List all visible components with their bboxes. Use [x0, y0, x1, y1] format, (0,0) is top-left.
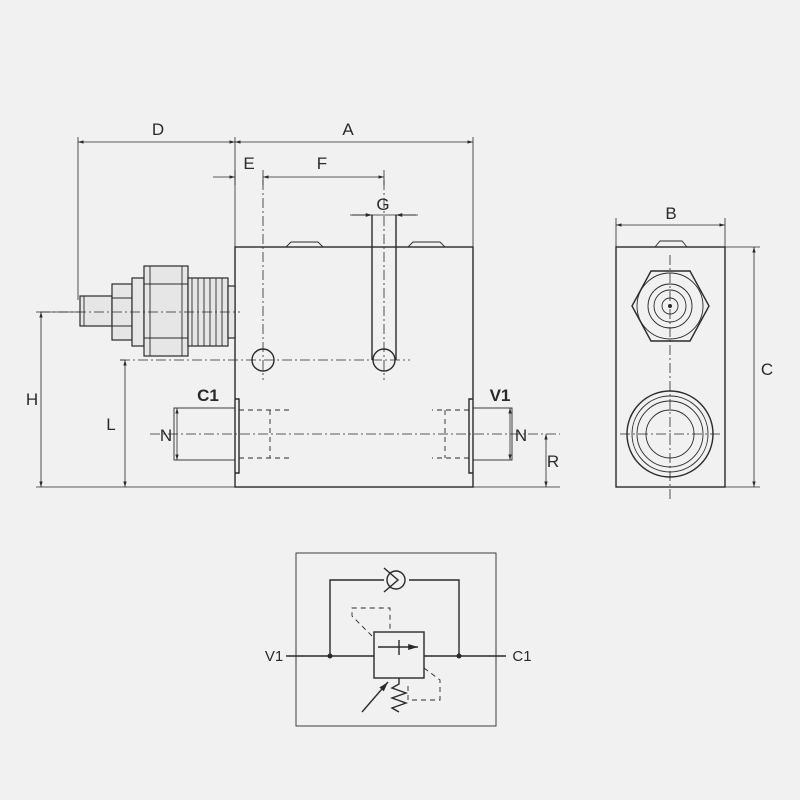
- port-c1-label: C1: [197, 386, 219, 405]
- port-c1-bore: [239, 409, 290, 459]
- adjust-slot: [371, 215, 397, 360]
- dim-e-label: E: [243, 154, 254, 173]
- dim-c-label: C: [761, 360, 773, 379]
- body-top-bumps: [285, 241, 446, 248]
- port-v1-label: V1: [490, 386, 511, 405]
- bypass-line: [329, 579, 460, 656]
- pilot-line: [351, 607, 391, 637]
- dim-r-label: R: [547, 452, 559, 471]
- schematic-c1-label: C1: [512, 648, 531, 665]
- dim-l-label: L: [106, 415, 115, 434]
- side-body: [615, 246, 726, 488]
- check-valve-ball: [386, 570, 406, 590]
- dim-n-right-label: N: [515, 426, 527, 445]
- port-v1-flange: [468, 398, 473, 474]
- hydraulic-schematic: V1 C1: [265, 552, 532, 727]
- side-view: B C: [615, 204, 773, 500]
- schematic-frame: [295, 552, 497, 727]
- dim-h-label: H: [26, 390, 38, 409]
- dim-g-label: G: [376, 195, 389, 214]
- spring: [389, 678, 409, 713]
- dim-d-label: D: [152, 120, 164, 139]
- dim-n-left-label: N: [160, 426, 172, 445]
- schematic-v1-label: V1: [265, 648, 283, 665]
- dim-f-label: F: [317, 154, 327, 173]
- dim-a-label: A: [342, 120, 354, 139]
- dim-b-label: B: [665, 204, 676, 223]
- port-v1-bore: [432, 409, 469, 459]
- port-c1-flange: [235, 398, 240, 474]
- hex-nut: [631, 270, 710, 342]
- front-view: A D E F G H L N N R C1 V1: [26, 120, 560, 488]
- pressure-adjuster: [40, 265, 240, 357]
